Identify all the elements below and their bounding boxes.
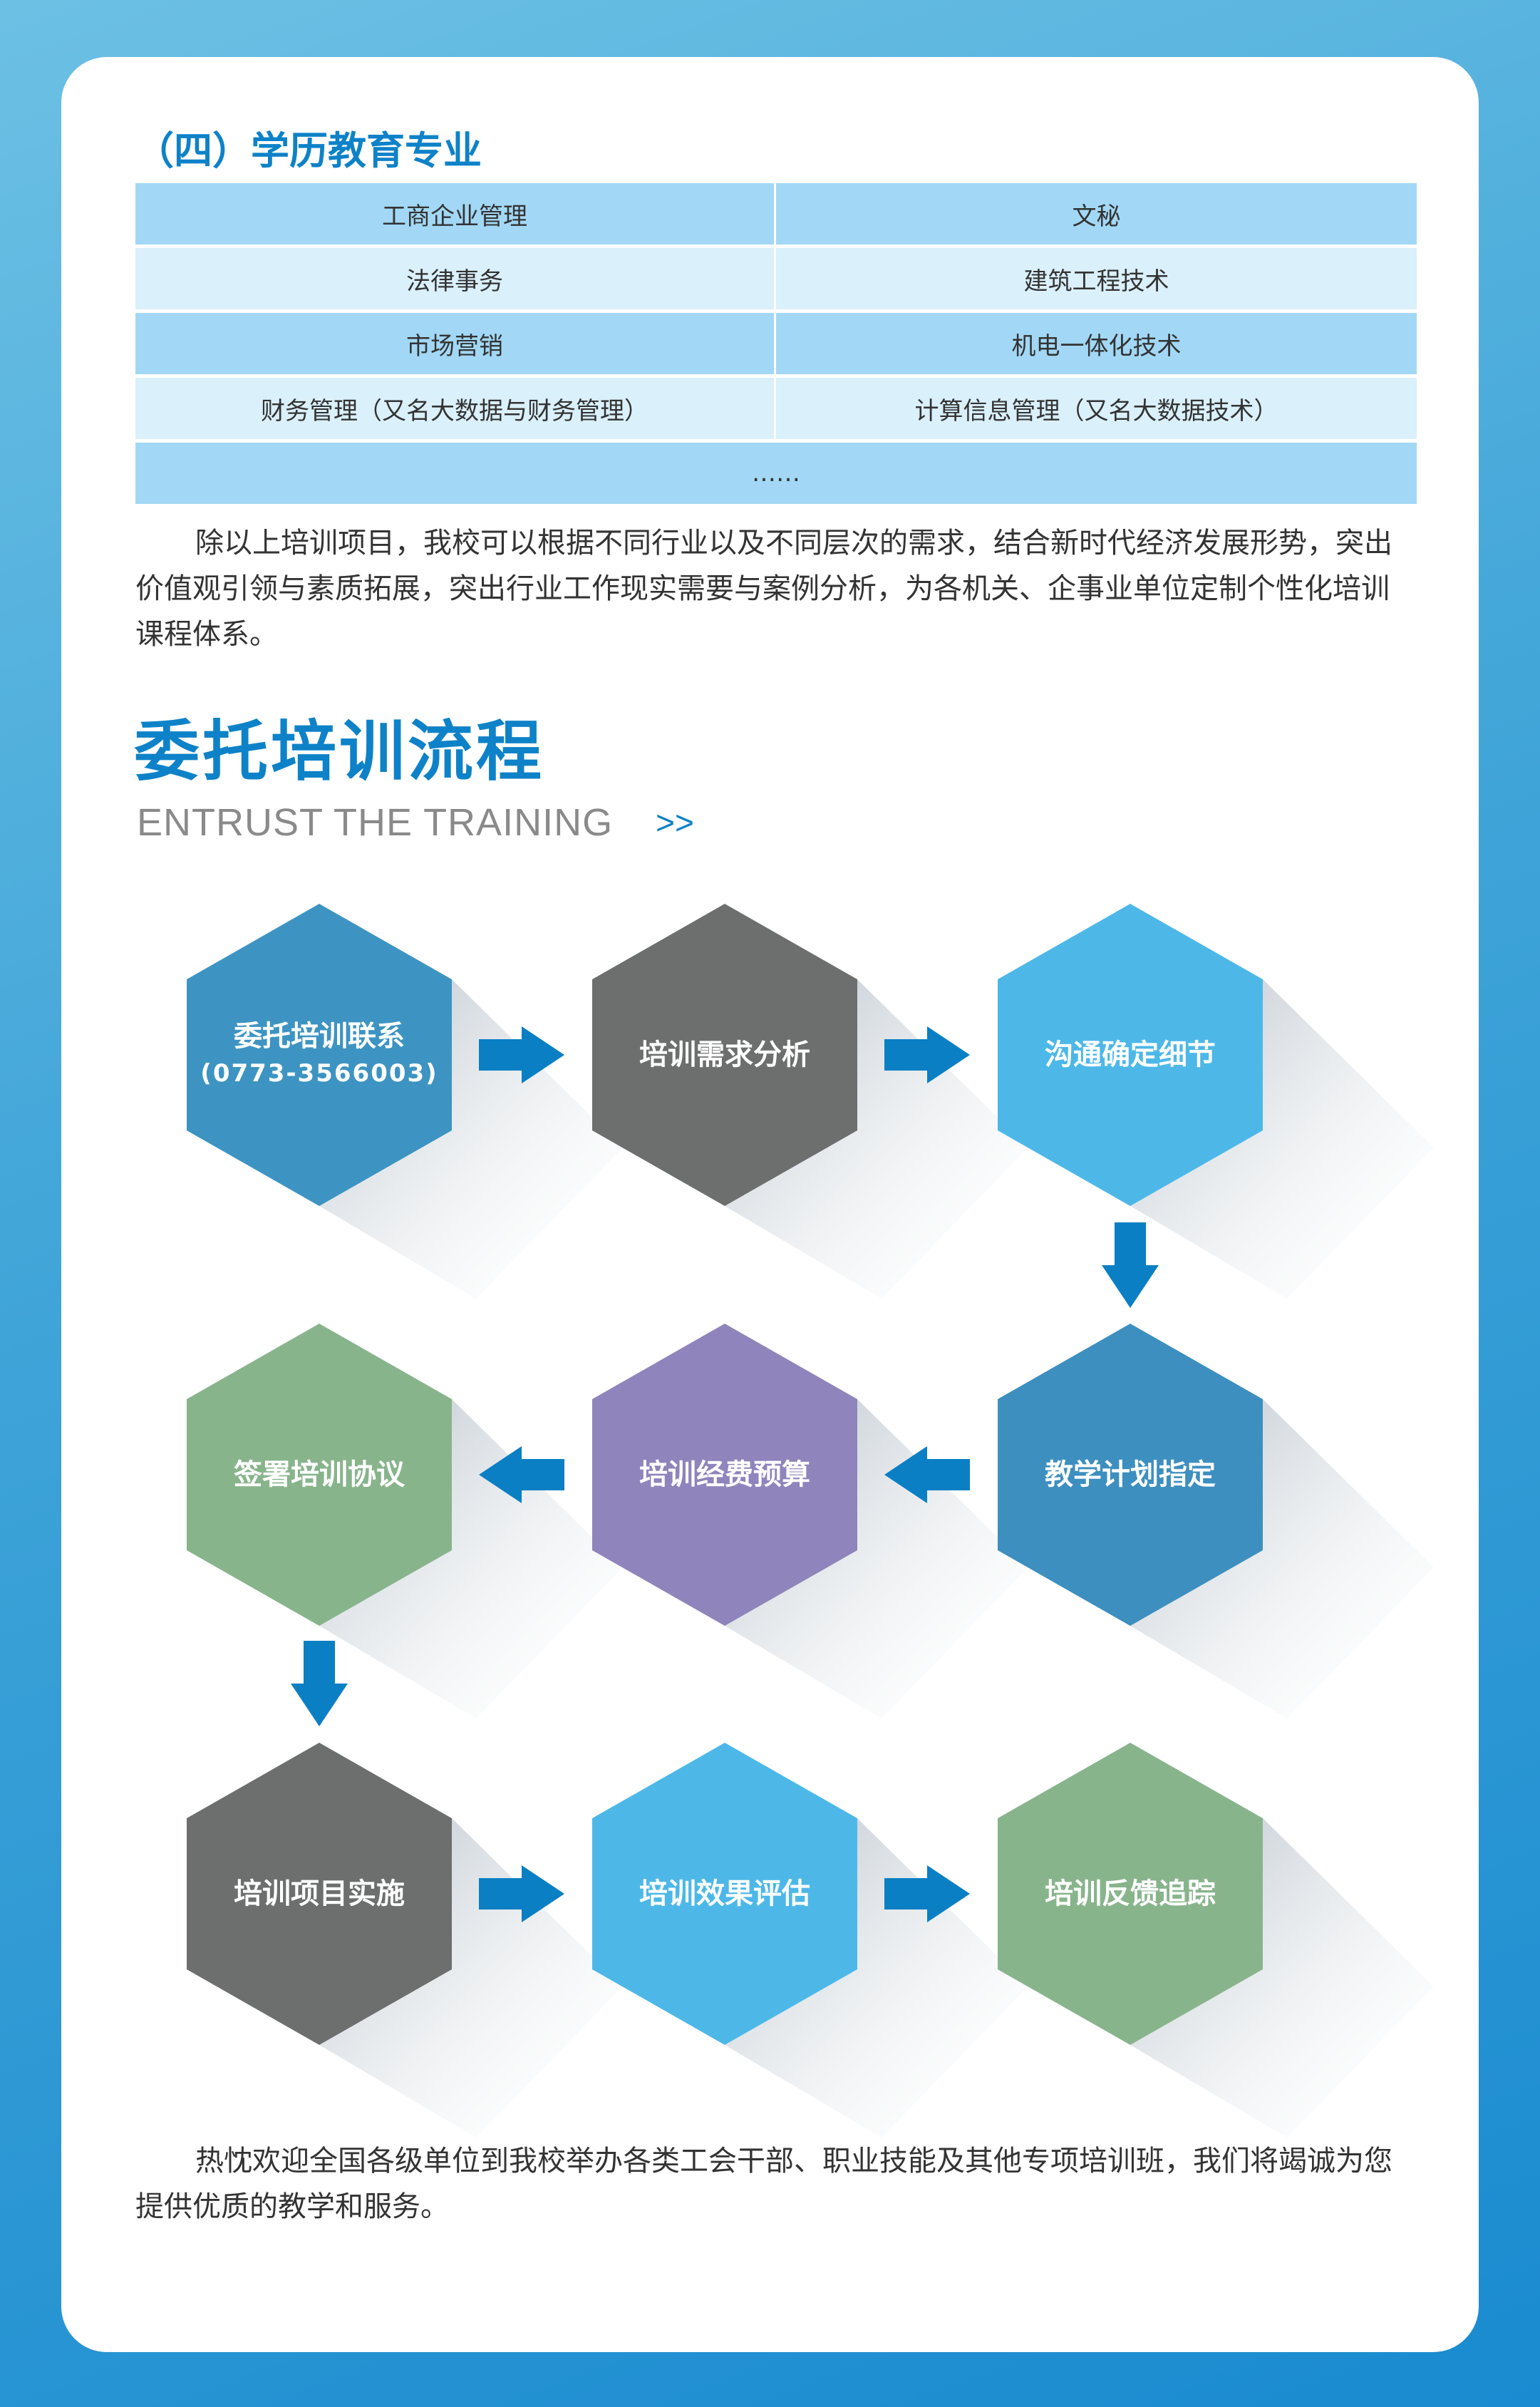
- step-label: 签署培训协议: [187, 1456, 452, 1493]
- arrow-left-icon: [479, 1446, 564, 1503]
- table-row: 财务管理（又名大数据与财务管理） 计算信息管理（又名大数据技术）: [135, 378, 1417, 439]
- step-label: 培训效果评估: [592, 1875, 857, 1912]
- step-hexagon: [998, 904, 1263, 1206]
- step-title: 沟通确定细节: [1045, 1038, 1216, 1071]
- arrow-down-icon: [291, 1641, 348, 1726]
- majors-table: 工商企业管理 文秘 法律事务 建筑工程技术 市场营销 机电一体化技术 财务管理（…: [135, 180, 1417, 507]
- table-row: 工商企业管理 文秘: [135, 183, 1417, 244]
- step-title: 签署培训协议: [234, 1458, 405, 1491]
- step-title: 培训需求分析: [639, 1038, 810, 1071]
- hexagon-shadow: [319, 1399, 623, 1718]
- step-title: 教学计划指定: [1045, 1458, 1216, 1491]
- hexagon-shadow: [1130, 1399, 1434, 1718]
- step-hexagon: [998, 1324, 1263, 1626]
- table-cell: 法律事务: [135, 248, 776, 309]
- arrow-right-icon: [884, 1865, 970, 1922]
- section-title: （四）学历教育专业: [135, 128, 482, 173]
- table-cell: 计算信息管理（又名大数据技术）: [776, 378, 1417, 439]
- step-title: 培训效果评估: [639, 1877, 810, 1910]
- step-hexagon: [592, 1743, 857, 2045]
- step-hexagon: [187, 1743, 452, 2045]
- step-phone: (0773-3566003): [200, 1059, 438, 1088]
- flow-subtitle-row: ENTRUST THE TRAINING >>: [137, 800, 694, 845]
- step-title: 培训项目实施: [234, 1877, 405, 1910]
- step-label: 培训反馈追踪: [998, 1875, 1263, 1912]
- step-label: 教学计划指定: [998, 1456, 1263, 1493]
- step-label: 培训经费预算: [592, 1456, 857, 1493]
- step-hexagon: [187, 1324, 452, 1626]
- table-cell: 财务管理（又名大数据与财务管理）: [135, 378, 776, 439]
- arrow-right-icon: [479, 1865, 564, 1922]
- step-title: 培训经费预算: [639, 1458, 810, 1491]
- arrow-left-icon: [884, 1446, 970, 1503]
- table-cell: 机电一体化技术: [776, 313, 1417, 374]
- step-label: 委托培训联系 (0773-3566003): [187, 1018, 452, 1092]
- arrow-right-icon: [884, 1026, 970, 1083]
- step-title: 委托培训联系: [234, 1020, 405, 1053]
- table-cell: 建筑工程技术: [776, 248, 1417, 309]
- arrow-right-icon: [479, 1026, 564, 1083]
- hexagon-shadow: [319, 979, 623, 1299]
- step-hexagon: [592, 904, 857, 1206]
- step-label: 沟通确定细节: [998, 1036, 1263, 1073]
- hexagon-shadow: [725, 979, 1028, 1299]
- closing-paragraph: 热忱欢迎全国各级单位到我校举办各类工会干部、职业技能及其他专项培训班，我们将竭诚…: [135, 2145, 1392, 2223]
- hexagon-shadow: [319, 1818, 623, 2138]
- flow-title: 委托培训流程: [134, 713, 545, 790]
- step-hexagon: [592, 1324, 857, 1626]
- flow-subtitle: ENTRUST THE TRAINING: [137, 801, 614, 844]
- step-title: 培训反馈追踪: [1045, 1877, 1216, 1910]
- table-more: ……: [135, 443, 1417, 504]
- hexagon-shadow: [1130, 979, 1434, 1299]
- table-row: ……: [135, 443, 1417, 504]
- hexagon-shadow: [1130, 1818, 1434, 2138]
- step-label: 培训项目实施: [187, 1875, 452, 1912]
- step-hexagon: [187, 904, 452, 1206]
- table-row: 市场营销 机电一体化技术: [135, 313, 1417, 374]
- intro-paragraph: 除以上培训项目，我校可以根据不同行业以及不同层次的需求，结合新时代经济发展形势，…: [135, 527, 1392, 651]
- hexagon-shadow: [725, 1399, 1028, 1718]
- arrow-down-icon: [1102, 1222, 1159, 1308]
- table-cell: 市场营销: [135, 313, 776, 374]
- step-label: 培训需求分析: [592, 1036, 857, 1073]
- double-chevron-icon: >>: [656, 804, 694, 841]
- table-row: 法律事务 建筑工程技术: [135, 248, 1417, 309]
- table-cell: 文秘: [776, 183, 1417, 244]
- step-hexagon: [998, 1743, 1263, 2045]
- table-cell: 工商企业管理: [135, 183, 776, 244]
- hexagon-shadow: [725, 1818, 1028, 2138]
